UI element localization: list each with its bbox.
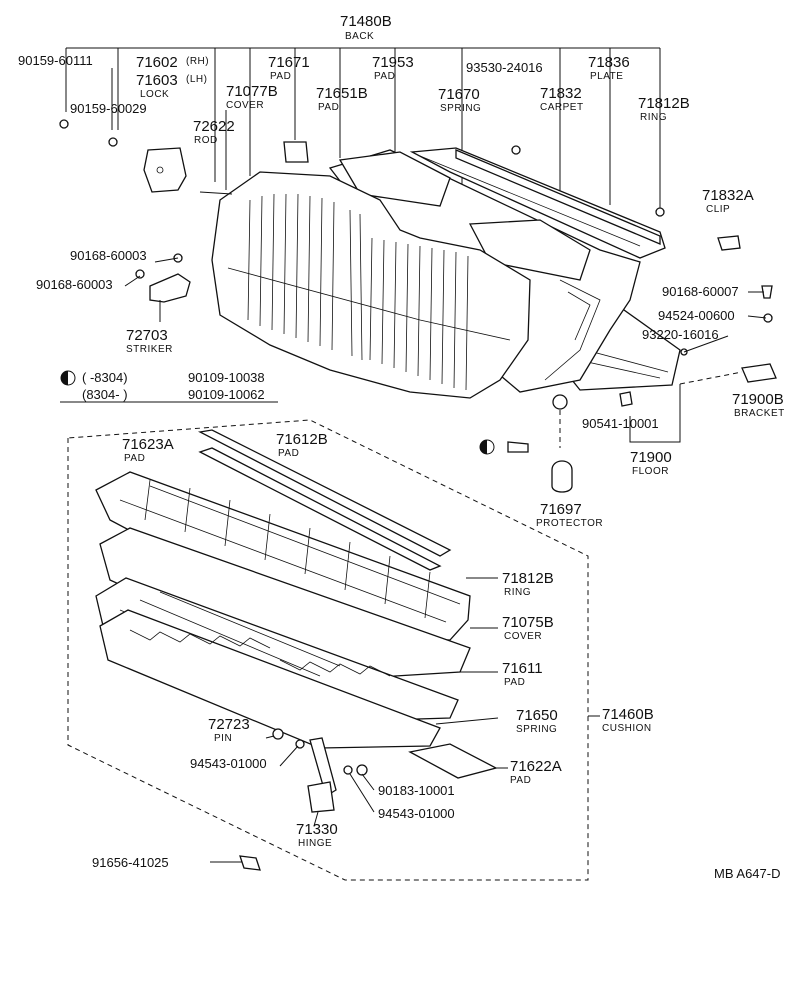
cover-71075b-number: 71075B xyxy=(502,614,554,631)
part-labels: 71480B BACK 90159-60111 71602 (RH) 71603… xyxy=(18,13,785,881)
ring-71812b-top-number: 71812B xyxy=(638,95,690,112)
cover-71075b-name: COVER xyxy=(504,631,542,642)
pad-71612b-number: 71612B xyxy=(276,431,328,448)
bracket-71900b-name: BRACKET xyxy=(734,408,785,419)
spring-71650-name: SPRING xyxy=(516,724,557,735)
pad-71622a-number: 71622A xyxy=(510,758,562,775)
lock-rh-suffix: (RH) xyxy=(186,56,209,67)
striker-72703-name: STRIKER xyxy=(126,344,173,355)
label-94524-00600: 94524-00600 xyxy=(658,308,735,323)
pin-72723-number: 72723 xyxy=(208,716,250,733)
clip-71832a-name: CLIP xyxy=(706,204,730,215)
protector-71697-number: 71697 xyxy=(540,501,582,518)
pad-71612b-name: PAD xyxy=(278,448,299,459)
bracket-71900b-number: 71900B xyxy=(732,391,784,408)
carpet-71832-number: 71832 xyxy=(540,85,582,102)
pad-71622a-name: PAD xyxy=(510,775,531,786)
spring-71670-name: SPRING xyxy=(440,103,481,114)
pad-71651b-number: 71651B xyxy=(316,85,368,102)
protector-71697-name: PROTECTOR xyxy=(536,518,603,529)
spec-line1-part: 90109-10038 xyxy=(188,370,265,385)
pad-71623a-number: 71623A xyxy=(122,436,174,453)
label-90168-60007: 90168-60007 xyxy=(662,284,739,299)
rod-72622-number: 72622 xyxy=(193,118,235,135)
spring-71670-number: 71670 xyxy=(438,86,480,103)
label-90168-60003-b: 90168-60003 xyxy=(36,277,113,292)
label-94543-01000-a: 94543-01000 xyxy=(190,756,267,771)
half-circle-symbol xyxy=(60,370,76,386)
seat-back-illustration xyxy=(59,47,777,493)
back-name: BACK xyxy=(345,31,374,42)
label-93220-16016: 93220-16016 xyxy=(642,327,719,342)
ring-71812b-low-number: 71812B xyxy=(502,570,554,587)
hinge-71330-number: 71330 xyxy=(296,821,338,838)
pad-71953-number: 71953 xyxy=(372,54,414,71)
back-number: 71480B xyxy=(340,13,392,30)
cushion-71460b-name: CUSHION xyxy=(602,723,652,734)
floor-71900-name: FLOOR xyxy=(632,466,669,477)
ring-71812b-top-name: RING xyxy=(640,112,667,123)
seat-cushion-illustration xyxy=(67,419,600,881)
pad-71611-name: PAD xyxy=(504,677,525,688)
diagram-code: MB A647-D xyxy=(714,866,780,881)
cushion-71460b-number: 71460B xyxy=(602,706,654,723)
pin-72723-name: PIN xyxy=(214,733,232,744)
plate-71836-number: 71836 xyxy=(588,54,630,71)
floor-71900-number: 71900 xyxy=(630,449,672,466)
pad-71651b-name: PAD xyxy=(318,102,339,113)
spec-line1-range: ( -8304) xyxy=(82,370,128,385)
pad-71611-number: 71611 xyxy=(502,660,543,677)
label-94543-01000-b: 94543-01000 xyxy=(378,806,455,821)
label-93530-24016: 93530-24016 xyxy=(466,60,543,75)
spring-71650-number: 71650 xyxy=(516,707,558,724)
rod-72622-name: ROD xyxy=(194,135,218,146)
ring-71812b-low-name: RING xyxy=(504,587,531,598)
label-90541-10001: 90541-10001 xyxy=(582,416,659,431)
spec-line2-range: (8304- ) xyxy=(82,387,128,402)
leader-lines xyxy=(111,68,767,863)
hinge-71330-name: HINGE xyxy=(298,838,332,849)
spec-line2-part: 90109-10062 xyxy=(188,387,265,402)
pad-71671-name: PAD xyxy=(270,71,291,82)
label-90168-60003-a: 90168-60003 xyxy=(70,248,147,263)
carpet-71832-name: CARPET xyxy=(540,102,584,113)
lock-rh-number: 71602 xyxy=(136,54,178,71)
label-91656-41025: 91656-41025 xyxy=(92,855,169,870)
pad-71623a-name: PAD xyxy=(124,453,145,464)
cover-71077b-number: 71077B xyxy=(226,83,278,100)
lock-name: LOCK xyxy=(140,89,169,100)
lock-lh-suffix: (LH) xyxy=(186,74,207,85)
label-90159-60111: 90159-60111 xyxy=(18,53,93,68)
label-90183-10001: 90183-10001 xyxy=(378,783,455,798)
label-90159-60029: 90159-60029 xyxy=(70,101,147,116)
striker-72703-number: 72703 xyxy=(126,327,168,344)
plate-71836-name: PLATE xyxy=(590,71,623,82)
clip-71832a-number: 71832A xyxy=(702,187,754,204)
pad-71953-name: PAD xyxy=(374,71,395,82)
cover-71077b-name: COVER xyxy=(226,100,264,111)
pad-71671-number: 71671 xyxy=(268,54,310,71)
lock-lh-number: 71603 xyxy=(136,72,178,89)
